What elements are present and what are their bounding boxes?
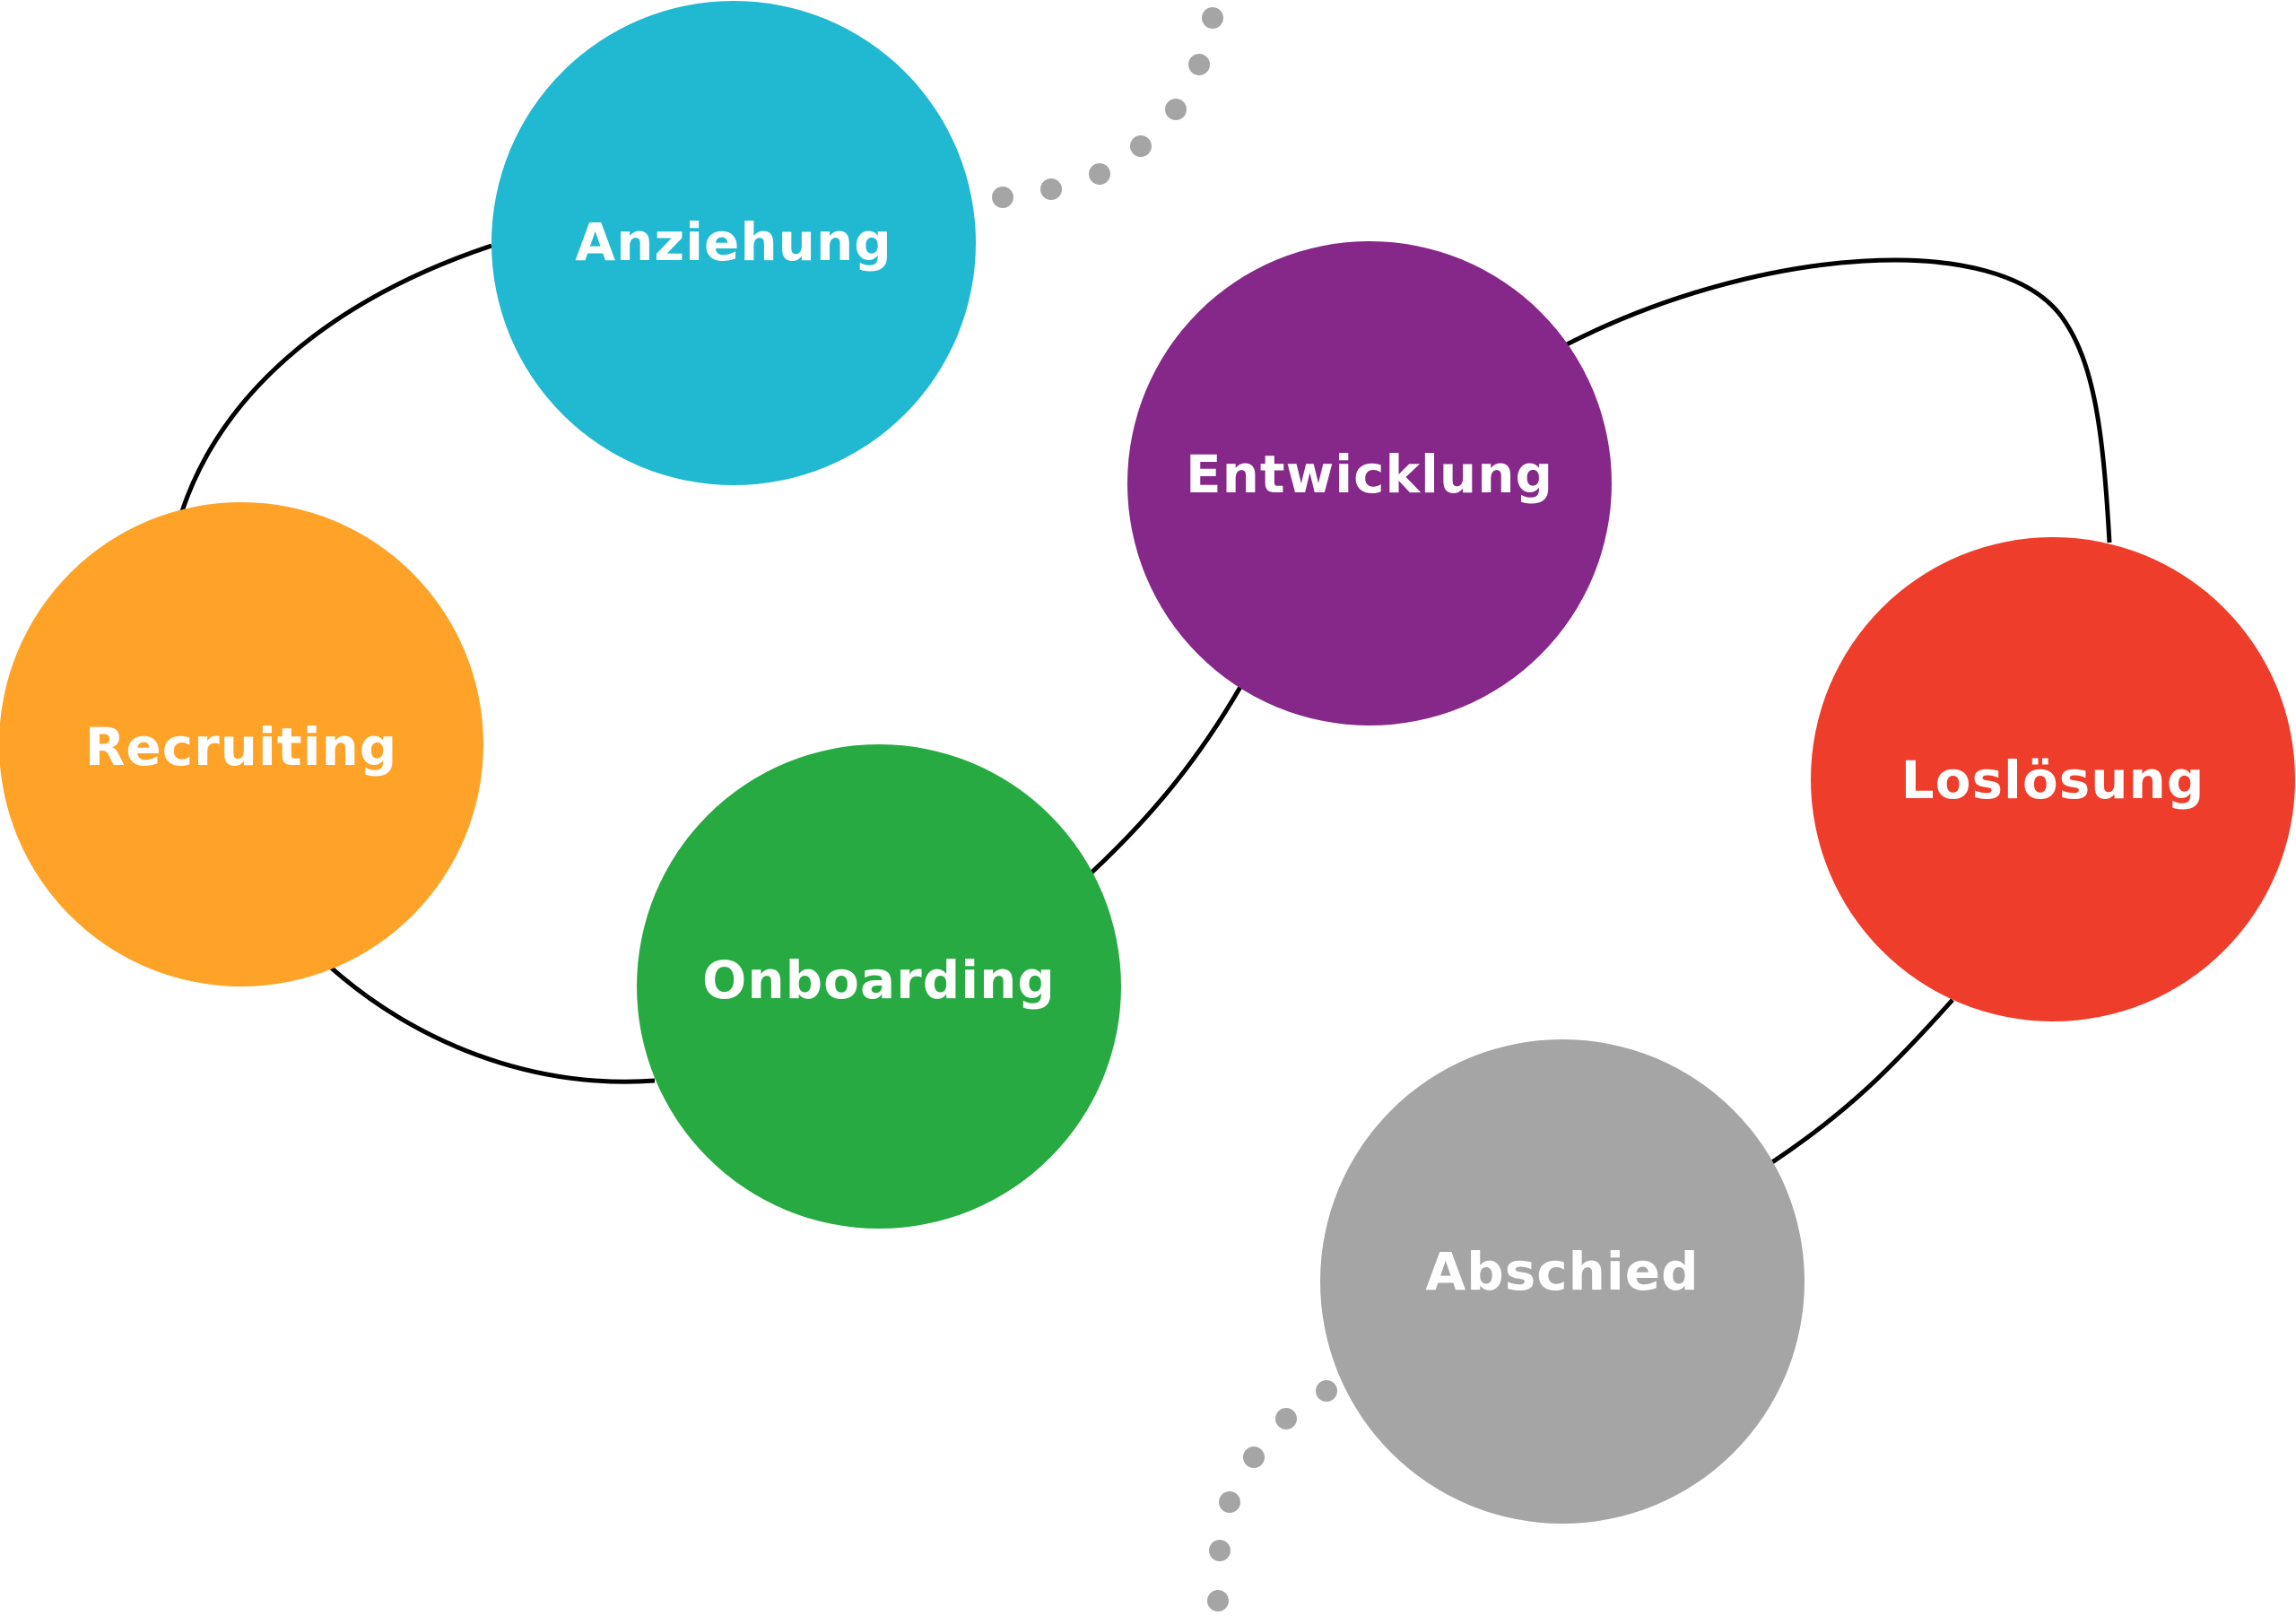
stage-label-entwicklung: Entwicklung [1186,444,1553,505]
lead-out-dot-3 [1243,1447,1265,1468]
stage-label-losloesung: Loslösung [1901,750,2205,811]
stage-circle-abschied[interactable] [1320,1039,1805,1524]
lead-in-dot-2 [1040,178,1062,200]
lead-in-dot-5 [1165,99,1187,120]
stage-label-abschied: Abschied [1425,1241,1699,1302]
stage-circle-entwicklung[interactable] [1127,241,1612,725]
stage-losloesung[interactable]: Loslösung [1811,537,2295,1021]
lead-in-dot-1 [992,187,1013,208]
lead-out-dot-5 [1209,1540,1231,1561]
stage-label-onboarding: Onboarding [702,950,1056,1011]
dotted-lead-out [1207,1380,1337,1612]
connector-entwicklung-losloesung [1565,257,2112,543]
connector-anziehung-recruiting [179,243,492,512]
lead-in-dot-7 [1202,7,1223,29]
stage-abschied[interactable]: Abschied [1320,1039,1805,1524]
connector-onboarding-entwicklung [1089,685,1243,875]
lead-in-dot-6 [1188,54,1210,75]
lead-out-dot-6 [1207,1590,1229,1612]
stage-label-recruiting: Recruiting [85,717,398,778]
stage-anziehung[interactable]: Anziehung [491,1,976,485]
connector-recruiting-onboarding [328,965,656,1084]
lead-out-dot-2 [1275,1408,1297,1429]
stage-entwicklung[interactable]: Entwicklung [1127,241,1612,725]
lead-in-dot-4 [1130,135,1152,157]
connector-lines [179,243,2112,1165]
stage-circle-anziehung[interactable] [491,1,976,485]
stage-onboarding[interactable]: Onboarding [637,744,1121,1229]
stage-label-anziehung: Anziehung [575,212,892,273]
connector-losloesung-abschied [1770,998,1954,1165]
stage-recruiting[interactable]: Recruiting [0,502,483,986]
stage-nodes: Anziehung Recruiting Entwicklung Onboard… [0,1,2295,1524]
stage-circle-recruiting[interactable] [0,502,483,986]
lead-out-dot-1 [1316,1380,1337,1402]
lead-out-dot-4 [1219,1491,1240,1513]
stage-circle-losloesung[interactable] [1811,537,2295,1021]
dotted-lead-in [992,7,1223,208]
stage-circle-onboarding[interactable] [637,744,1121,1229]
lead-in-dot-3 [1089,163,1110,185]
